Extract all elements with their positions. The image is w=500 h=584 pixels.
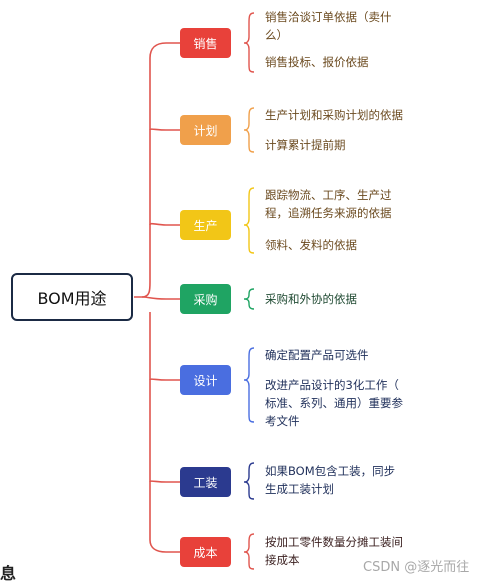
leaf-shengchan-1: 跟踪物流、工序、生产过 程，追溯任务来源的依据 bbox=[265, 188, 392, 220]
brace-caigou bbox=[244, 288, 255, 310]
brace-chengben bbox=[244, 533, 255, 570]
leaf-sheji-2: 改进产品设计的3化工作（ 标准、系列、通用）重要参 考文件 bbox=[265, 378, 403, 428]
brace-sheji bbox=[244, 347, 255, 423]
leaf-xiaoshou-1: 销售洽谈订单依据（卖什 么） bbox=[265, 10, 392, 42]
branch-shengchan: 生产 bbox=[180, 210, 231, 240]
brace-xiaoshou bbox=[244, 12, 255, 73]
branch-jihua: 计划 bbox=[180, 115, 231, 145]
branch-gongzhuang: 工装 bbox=[180, 467, 231, 497]
watermark: CSDN @逐光而往 bbox=[363, 560, 470, 575]
leaf-sheji-1: 确定配置产品可选件 bbox=[265, 348, 369, 362]
leaf-chengben-1: 按加工零件数量分摊工装间 接成本 bbox=[265, 535, 403, 567]
brace-shengchan bbox=[244, 187, 255, 254]
branch-sheji: 设计 bbox=[180, 365, 231, 395]
root-node: BOM用途 bbox=[11, 273, 133, 321]
branch-caigou: 采购 bbox=[180, 284, 231, 314]
edge-fragment-char: 息 bbox=[0, 564, 17, 583]
leaf-jihua-1: 生产计划和采购计划的依据 bbox=[265, 108, 403, 122]
leaf-caigou-1: 采购和外协的依据 bbox=[265, 292, 357, 306]
brace-jihua bbox=[244, 107, 255, 153]
branch-xiaoshou: 销售 bbox=[180, 28, 231, 58]
leaf-shengchan-2: 领料、发料的依据 bbox=[265, 238, 357, 252]
main-brace bbox=[134, 42, 180, 298]
leaf-gongzhuang-1: 如果BOM包含工装，同步 生成工装计划 bbox=[265, 464, 396, 496]
leaf-jihua-2: 计算累计提前期 bbox=[265, 138, 346, 152]
branch-chengben: 成本 bbox=[180, 537, 231, 567]
brace-gongzhuang bbox=[244, 462, 255, 500]
leaf-xiaoshou-2: 销售投标、报价依据 bbox=[265, 55, 369, 69]
